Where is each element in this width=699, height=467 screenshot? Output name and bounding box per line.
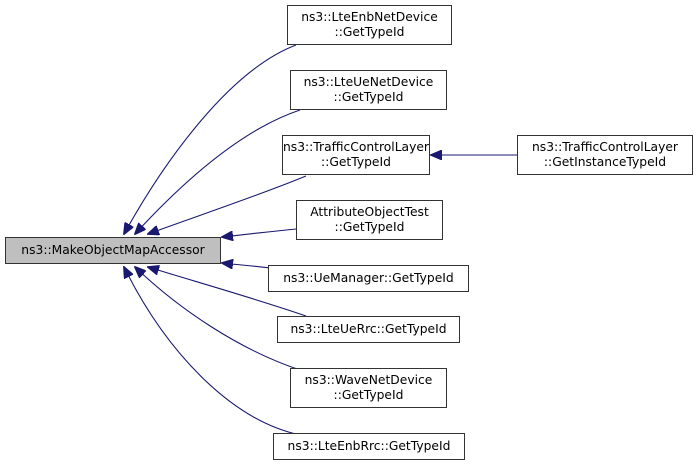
edge-lte-ue-net-device-to-root bbox=[135, 109, 301, 234]
edge-wave-net-device-to-root bbox=[135, 267, 301, 371]
node-label: ns3::LteUeRrc::GetTypeId bbox=[290, 322, 447, 336]
node-label: ns3::TrafficControlLayer bbox=[283, 140, 429, 154]
node-label: ns3::WaveNetDevice bbox=[304, 373, 433, 387]
node-label: ::GetTypeId bbox=[334, 25, 405, 39]
node-attribute-object-test[interactable]: AttributeObjectTest::GetTypeId bbox=[296, 200, 443, 240]
edge-ue-manager-to-root bbox=[222, 263, 271, 268]
node-label: ::GetTypeId bbox=[333, 388, 404, 402]
node-lte-ue-net-device[interactable]: ns3::LteUeNetDevice::GetTypeId bbox=[290, 70, 447, 110]
node-label: ::GetTypeId bbox=[333, 90, 404, 104]
node-root: ns3::MakeObjectMapAccessor bbox=[5, 237, 221, 264]
node-label: ns3::LteEnbNetDevice bbox=[301, 10, 438, 24]
node-label: ::GetInstanceTypeId bbox=[543, 155, 667, 169]
node-label: ns3::LteUeNetDevice bbox=[303, 75, 434, 89]
node-lte-enb-rrc[interactable]: ns3::LteEnbRrc::GetTypeId bbox=[273, 433, 465, 460]
edge-attribute-object-test-to-root bbox=[222, 228, 297, 237]
node-label: ns3::LteEnbRrc::GetTypeId bbox=[287, 439, 451, 453]
edge-traffic-control-layer-to-root bbox=[148, 175, 307, 234]
edge-lte-ue-rrc-to-root bbox=[148, 267, 307, 317]
node-label: ns3::UeManager::GetTypeId bbox=[283, 271, 454, 285]
node-lte-ue-rrc[interactable]: ns3::LteUeRrc::GetTypeId bbox=[277, 316, 460, 343]
node-label: ns3::MakeObjectMapAccessor bbox=[21, 243, 205, 257]
edge-lte-enb-net-device-to-root bbox=[124, 44, 297, 234]
node-label: AttributeObjectTest bbox=[310, 205, 429, 219]
edge-lte-enb-rrc-to-root bbox=[124, 267, 301, 436]
node-label: ::GetTypeId bbox=[321, 155, 391, 169]
node-traffic-control-layer[interactable]: ns3::TrafficControlLayer::GetTypeId bbox=[282, 135, 430, 175]
node-wave-net-device[interactable]: ns3::WaveNetDevice::GetTypeId bbox=[290, 368, 447, 408]
node-label: ns3::TrafficControlLayer bbox=[532, 140, 678, 154]
node-lte-enb-net-device[interactable]: ns3::LteEnbNetDevice::GetTypeId bbox=[287, 5, 452, 45]
node-ue-manager[interactable]: ns3::UeManager::GetTypeId bbox=[268, 265, 469, 292]
node-label: ::GetTypeId bbox=[334, 220, 405, 234]
node-traffic-control-layer-instance[interactable]: ns3::TrafficControlLayer::GetInstanceTyp… bbox=[517, 135, 693, 175]
